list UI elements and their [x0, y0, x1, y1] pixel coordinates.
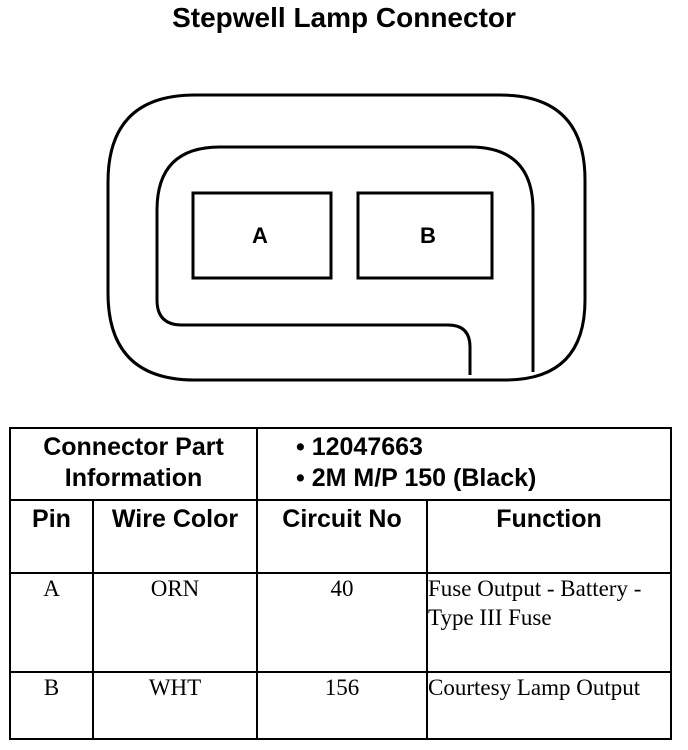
part-description: 2M M/P 150 (Black) — [296, 463, 670, 494]
row-b-pin: B — [9, 671, 94, 740]
part-info-row: Connector Part Information 12047663 2M M… — [8, 427, 673, 501]
connector-housing-outline — [106, 93, 587, 382]
cavity-a-label: A — [252, 223, 268, 248]
part-number: 12047663 — [296, 432, 670, 463]
table-row: A ORN 40 Fuse Output - Battery - Type II… — [9, 572, 673, 673]
cavity-a — [191, 191, 333, 280]
diagram-title: Stepwell Lamp Connector — [172, 2, 516, 33]
row-b-function: Courtesy Lamp Output — [426, 671, 673, 740]
connector-face-drawing: A B — [106, 93, 587, 382]
row-b-wire-color: WHT — [91, 671, 259, 740]
row-a-function: Fuse Output - Battery - Type III Fuse — [426, 572, 673, 673]
cavity-b-label: B — [420, 223, 436, 248]
header-wire-color: Wire Color — [91, 499, 259, 574]
header-pin: Pin — [9, 499, 94, 574]
table-row: B WHT 156 Courtesy Lamp Output — [9, 671, 673, 740]
header-function: Function — [426, 499, 673, 574]
part-info-label: Connector Part Information — [8, 427, 259, 501]
row-b-circuit-no: 156 — [256, 671, 429, 740]
header-row: Pin Wire Color Circuit No Function — [9, 499, 673, 574]
row-a-circuit-no: 40 — [256, 572, 429, 673]
row-a-pin: A — [9, 572, 94, 673]
row-a-wire-color: ORN — [91, 572, 259, 673]
header-circuit-no: Circuit No — [256, 499, 429, 574]
connector-info-table: Connector Part Information 12047663 2M M… — [8, 427, 673, 740]
connector-inner-lip — [155, 145, 535, 375]
cavity-b — [356, 191, 494, 280]
part-info-values: 12047663 2M M/P 150 (Black) — [256, 427, 673, 501]
